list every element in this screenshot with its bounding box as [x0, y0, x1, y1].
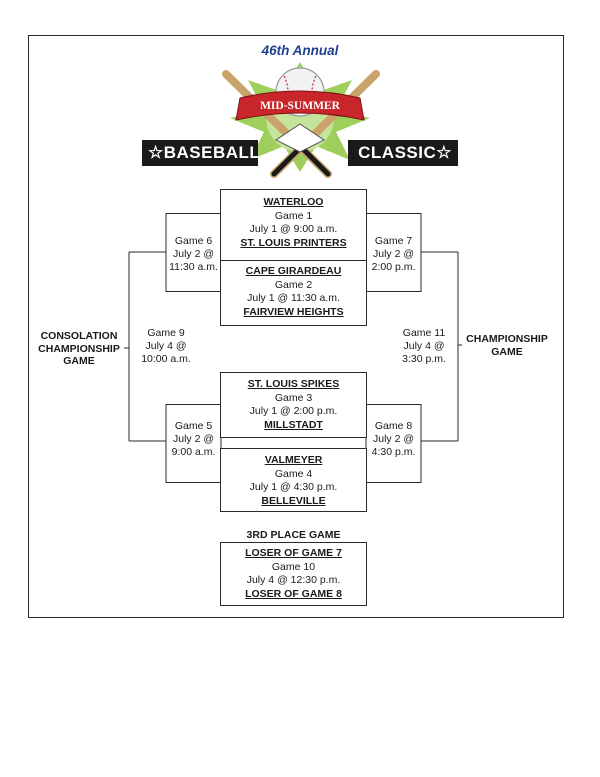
- game2-team-bottom: FAIRVIEW HEIGHTS: [243, 305, 344, 318]
- game3-team-bottom: MILLSTADT: [264, 418, 323, 431]
- game1-time: July 1 @ 9:00 a.m.: [249, 223, 338, 235]
- tournament-logo: [140, 40, 460, 185]
- game5-label: Game 5: [174, 420, 213, 432]
- game5-day: July 2 @: [172, 433, 214, 445]
- game9-info: Game 9 July 4 @ 10:00 a.m.: [136, 327, 196, 366]
- mid-summer-ribbon-text: MID-SUMMER: [260, 100, 340, 112]
- logo-diamond: [275, 123, 325, 153]
- championship-line-2: GAME: [491, 345, 523, 358]
- game9-day: July 4 @: [145, 340, 187, 352]
- game11-day: July 4 @: [403, 340, 445, 352]
- logo-ribbon: [235, 90, 365, 121]
- annual-label: 46th Annual: [261, 43, 339, 58]
- game7-day: July 2 @: [372, 248, 414, 260]
- game10-label: Game 10: [271, 560, 316, 573]
- game7-label: Game 7: [374, 235, 413, 247]
- third-place-heading: 3RD PLACE GAME: [246, 529, 341, 541]
- classic-word: CLASSIC☆: [358, 143, 452, 162]
- game4-team-top: VALMEYER: [264, 454, 323, 466]
- consolation-line-2: CHAMPIONSHIP: [38, 342, 120, 355]
- game9-time: 10:00 a.m.: [141, 353, 191, 365]
- game11-info: Game 11 July 4 @ 3:30 p.m.: [393, 327, 455, 366]
- game5-time: 9:00 a.m.: [171, 446, 216, 458]
- game7-time: 2:00 p.m.: [371, 261, 416, 273]
- game1-team-bottom: ST. LOUIS PRINTERS: [240, 236, 347, 249]
- game1-team-top: WATERLOO: [263, 196, 324, 208]
- game4-label: Game 4: [274, 467, 313, 480]
- game10-box: LOSER OF GAME 7 Game 10 July 4 @ 12:30 p…: [220, 542, 367, 606]
- game5-box-outline: [165, 404, 222, 483]
- game3-time: July 1 @ 2:00 p.m.: [249, 405, 338, 417]
- championship-line-1: CHAMPIONSHIP: [466, 333, 548, 345]
- baseball-banner: ☆BASEBALL: [142, 140, 261, 166]
- classic-banner: CLASSIC☆: [348, 140, 458, 166]
- game3-team-top: ST. LOUIS SPIKES: [247, 378, 340, 390]
- game6-day: July 2 @: [172, 248, 214, 260]
- game2-label: Game 2: [274, 278, 313, 291]
- game2-box: CAPE GIRARDEAU Game 2 July 1 @ 11:30 a.m…: [220, 260, 367, 326]
- game8-label: Game 8: [374, 420, 413, 432]
- game6-info: Game 6 July 2 @ 11:30 a.m.: [167, 235, 220, 274]
- game5-info: Game 5 July 2 @ 9:00 a.m.: [167, 420, 220, 459]
- game8-info: Game 8 July 2 @ 4:30 p.m.: [367, 420, 420, 459]
- game4-time: July 1 @ 4:30 p.m.: [249, 481, 338, 493]
- game6-time: 11:30 a.m.: [169, 261, 218, 273]
- logo-bat-left-handle: [297, 143, 331, 177]
- game10-team-bottom: LOSER OF GAME 8: [245, 587, 342, 600]
- game2-time: July 1 @ 11:30 a.m.: [247, 292, 340, 304]
- consolation-line-3: GAME: [63, 355, 95, 367]
- game8-box-outline: [365, 404, 422, 483]
- game4-box: VALMEYER Game 4 July 1 @ 4:30 p.m. BELLE…: [220, 448, 367, 512]
- game3-box: ST. LOUIS SPIKES Game 3 July 1 @ 2:00 p.…: [220, 372, 367, 438]
- baseball-word: ☆BASEBALL: [148, 143, 261, 162]
- consolation-line-1: CONSOLATION: [40, 330, 118, 342]
- game10-time: July 4 @ 12:30 p.m.: [246, 574, 341, 586]
- game11-label: Game 11: [402, 327, 446, 339]
- consolation-championship-label: CONSOLATION CHAMPIONSHIP GAME: [34, 330, 124, 368]
- game6-label: Game 6: [174, 235, 213, 247]
- game3-label: Game 3: [274, 391, 313, 404]
- page-frame: [28, 35, 564, 618]
- game8-day: July 2 @: [372, 433, 414, 445]
- game2-team-top: CAPE GIRARDEAU: [245, 265, 342, 277]
- championship-label: CHAMPIONSHIP GAME: [462, 333, 552, 358]
- game1-label: Game 1: [274, 209, 313, 222]
- game10-team-top: LOSER OF GAME 7: [245, 547, 342, 559]
- game4-team-bottom: BELLEVILLE: [261, 494, 326, 507]
- game11-time: 3:30 p.m.: [402, 353, 446, 365]
- game8-time: 4:30 p.m.: [371, 446, 416, 458]
- game7-info: Game 7 July 2 @ 2:00 p.m.: [367, 235, 420, 274]
- game1-box: WATERLOO Game 1 July 1 @ 9:00 a.m. ST. L…: [220, 189, 367, 261]
- game9-label: Game 9: [147, 327, 185, 339]
- logo-artwork: [222, 62, 380, 178]
